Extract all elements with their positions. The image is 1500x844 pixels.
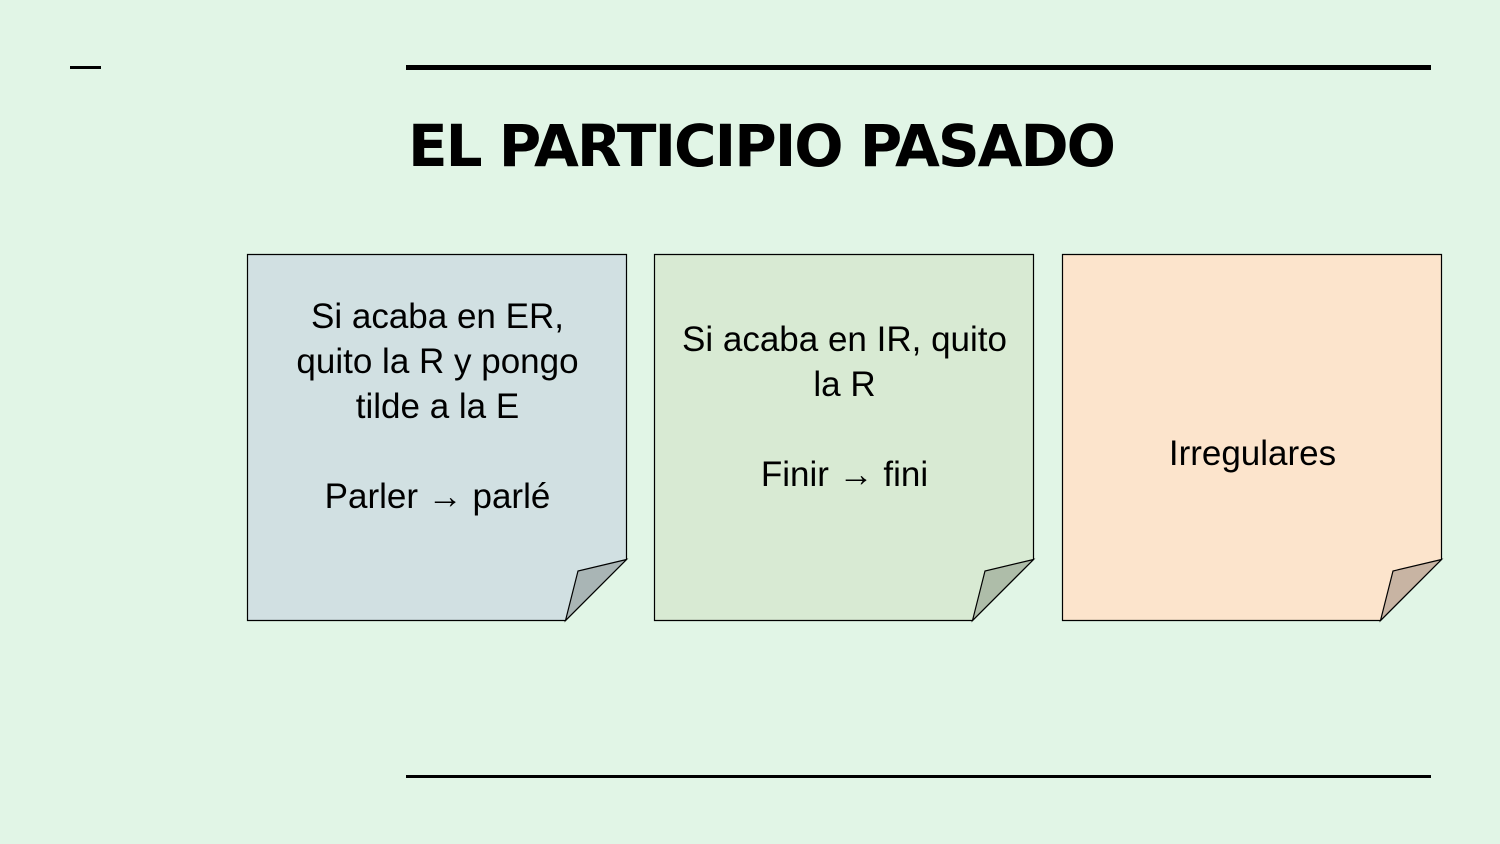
bottom-rule	[406, 775, 1431, 778]
top-rule	[406, 65, 1431, 70]
note-card-er: Si acaba en ER, quito la R y pongo tilde…	[246, 253, 629, 623]
rule-line: quito la R y pongo	[296, 342, 579, 381]
sticky-note-shape	[246, 253, 629, 623]
note-text: Si acaba en ER, quito la R y pongo tilde…	[261, 254, 614, 559]
note-text: Si acaba en IR, quito la R Finir → fini	[668, 254, 1021, 559]
slide-title: EL PARTICIPIO PASADO	[408, 112, 1116, 180]
rule-line: la R	[813, 364, 876, 404]
note-card-irregular: Irregulares	[1061, 253, 1444, 623]
rule-line: tilde a la E	[355, 387, 520, 426]
decorative-dash	[70, 66, 101, 69]
rule-line: Irregulares	[1168, 433, 1337, 473]
example-text: Parler → parlé	[324, 477, 551, 516]
sticky-note-shape	[653, 253, 1036, 623]
note-card-ir: Si acaba en IR, quito la R Finir → fini	[653, 253, 1036, 623]
rule-line: Si acaba en ER,	[311, 297, 564, 336]
rule-line: Si acaba en IR, quito	[682, 319, 1007, 359]
note-text: Irregulares	[1076, 254, 1429, 652]
sticky-note-shape	[1061, 253, 1444, 623]
example-text: Finir → fini	[760, 454, 929, 494]
